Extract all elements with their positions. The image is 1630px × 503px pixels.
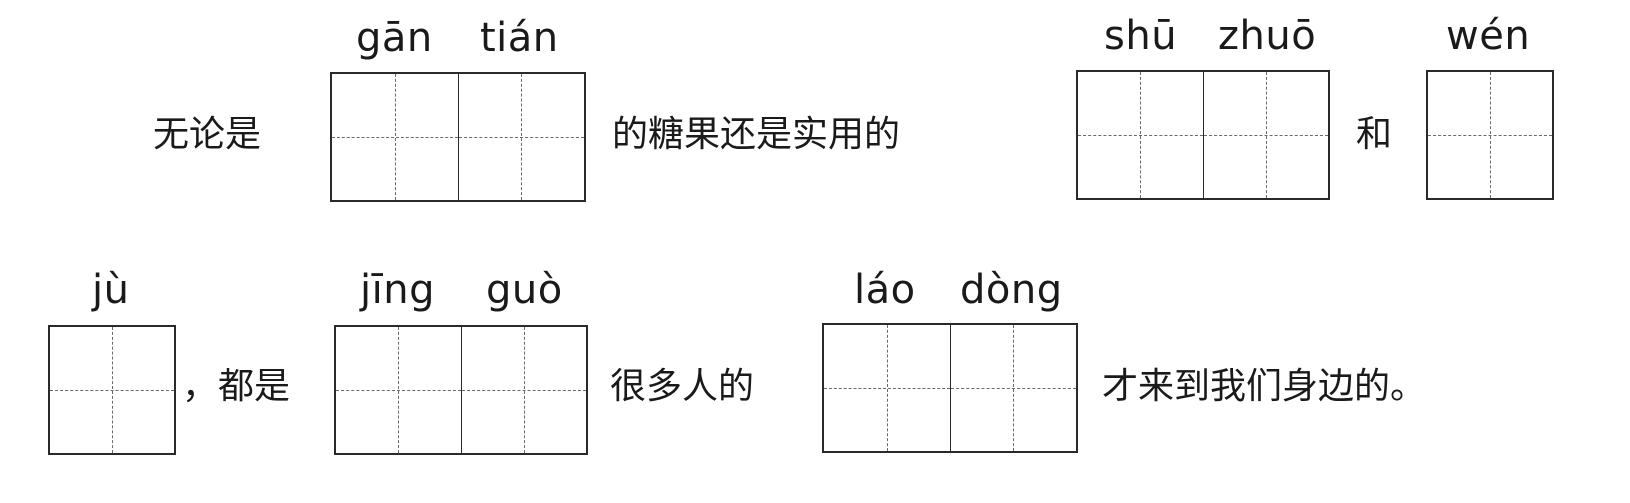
sentence-text-3: 和 <box>1356 114 1393 155</box>
tianzige-cell[interactable] <box>336 327 461 453</box>
pinyin-label: guò <box>486 267 563 313</box>
sentence-text-6: 才来到我们身边的。 <box>1102 366 1427 407</box>
pinyin-label: dòng <box>960 267 1063 313</box>
pinyin-label: láo <box>854 267 916 313</box>
pinyin-label: jù <box>92 267 130 313</box>
pinyin-label: shū <box>1104 13 1178 59</box>
tianzige-cell[interactable] <box>460 327 587 453</box>
sentence-text-5: 很多人的 <box>610 366 755 407</box>
tianzige-answer-box[interactable] <box>330 72 586 202</box>
tianzige-cell[interactable] <box>50 327 174 453</box>
tianzige-answer-box[interactable] <box>1426 70 1554 200</box>
tianzige-cell[interactable] <box>457 74 585 200</box>
tianzige-answer-box[interactable] <box>1076 70 1330 200</box>
pinyin-label: jīng <box>360 267 435 313</box>
tianzige-answer-box[interactable] <box>48 325 176 455</box>
tianzige-cell[interactable] <box>1428 72 1552 198</box>
tianzige-answer-box[interactable] <box>334 325 588 455</box>
sentence-text-4: ，都是 <box>182 366 291 407</box>
tianzige-cell[interactable] <box>1078 72 1203 198</box>
pinyin-label: tián <box>480 15 559 61</box>
pinyin-label: gān <box>356 15 433 61</box>
tianzige-cell[interactable] <box>1202 72 1329 198</box>
pinyin-label: wén <box>1446 13 1531 59</box>
tianzige-cell[interactable] <box>824 325 950 451</box>
sentence-text-2: 的糖果还是实用的 <box>612 114 901 155</box>
tianzige-answer-box[interactable] <box>822 323 1078 453</box>
pinyin-label: zhuō <box>1218 13 1317 59</box>
tianzige-cell[interactable] <box>949 325 1077 451</box>
sentence-text-1: 无论是 <box>153 114 262 155</box>
tianzige-cell[interactable] <box>332 74 458 200</box>
